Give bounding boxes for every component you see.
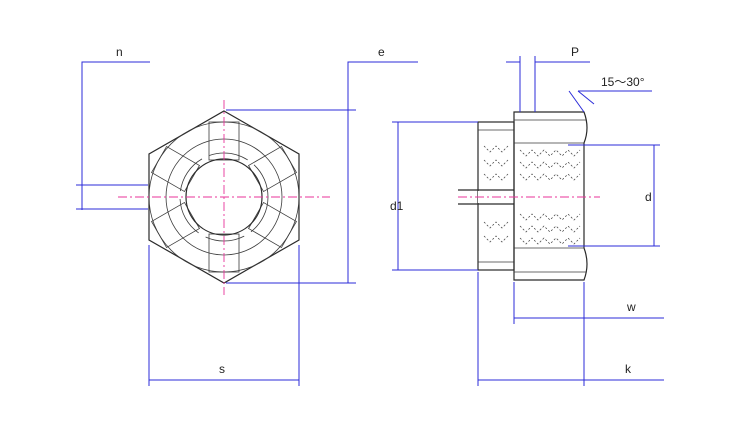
s-label: s (219, 362, 225, 376)
e-label: e (378, 45, 385, 59)
k-label: k (625, 362, 632, 376)
e-leader (347, 61, 418, 283)
thread-hatch (483, 145, 581, 245)
hex-body (513, 111, 588, 281)
angle-leader (568, 90, 585, 113)
angle-label: 15～30° (601, 75, 645, 89)
d1-label: d1 (390, 199, 404, 213)
d-label: d (645, 190, 652, 204)
n-leader (81, 61, 150, 210)
front-view: n e s (76, 45, 418, 386)
w-label: w (626, 300, 636, 314)
angle-leader-2 (577, 90, 595, 105)
side-view: P 15～30° d1 d w k (390, 45, 664, 386)
p-label: P (571, 45, 579, 59)
n-label: n (116, 45, 123, 59)
